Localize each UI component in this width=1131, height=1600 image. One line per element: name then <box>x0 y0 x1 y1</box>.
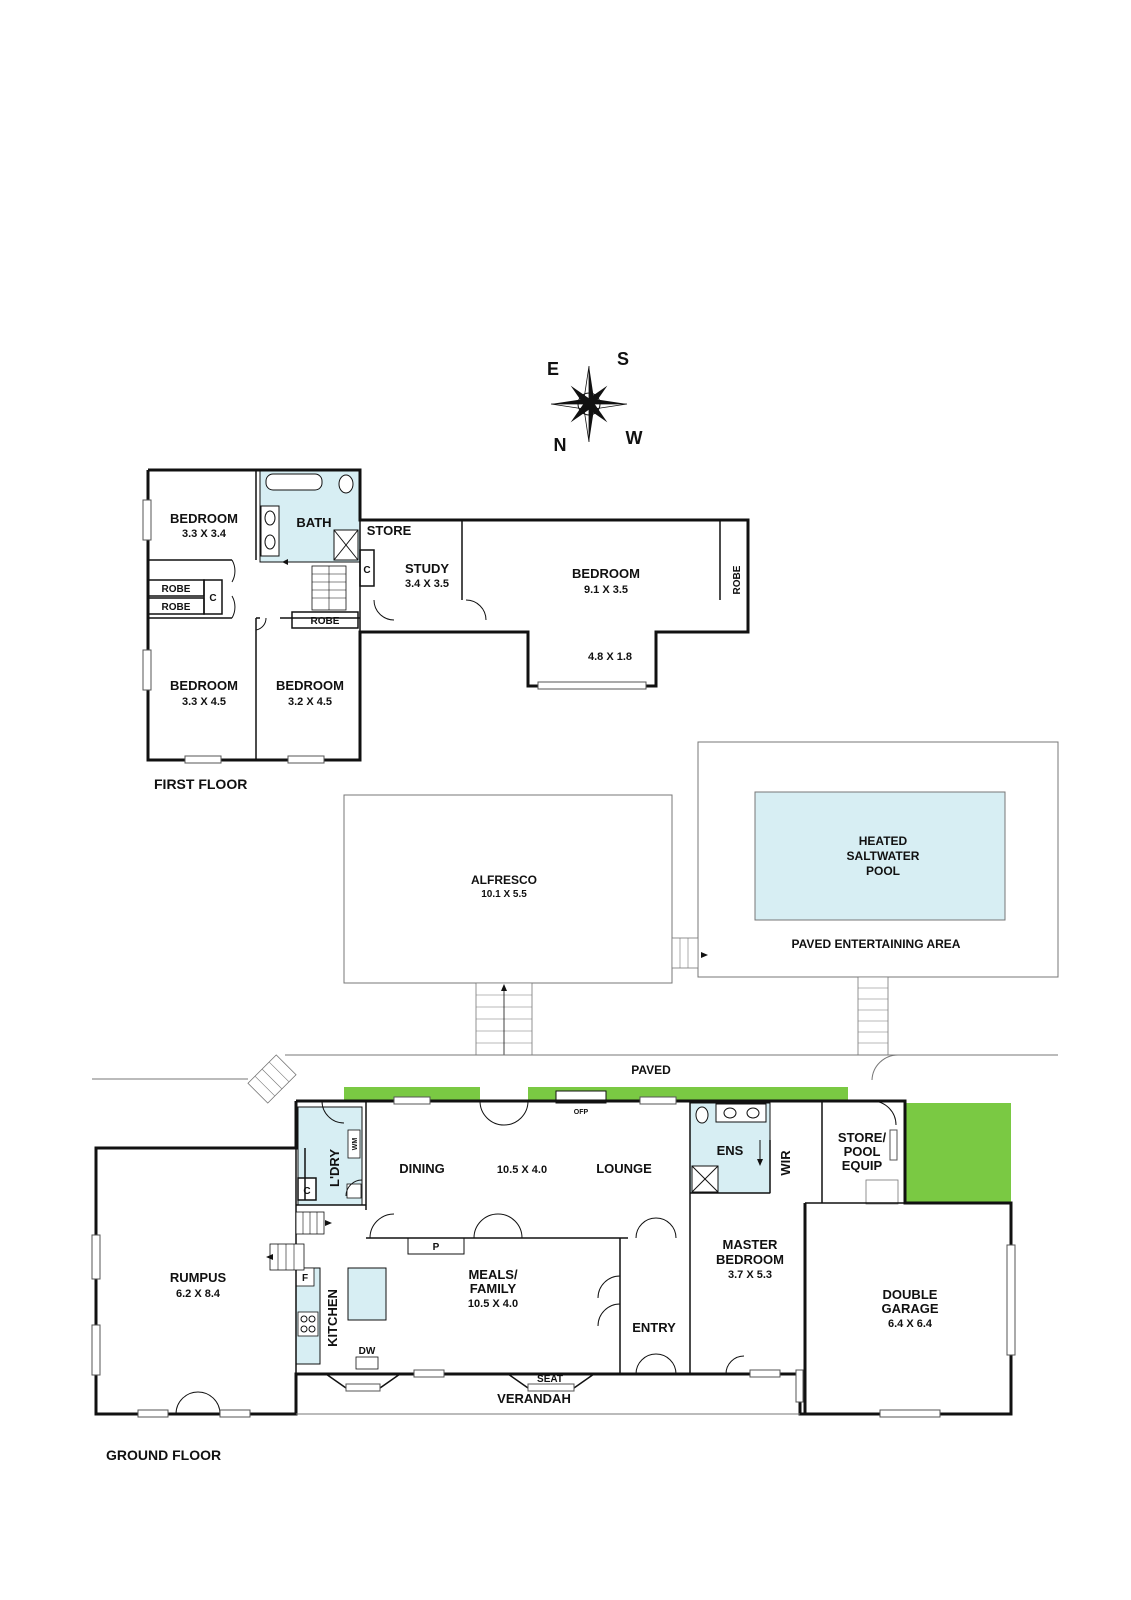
room-dims: 3.4 X 3.5 <box>405 578 449 590</box>
toilet-icon <box>338 474 354 494</box>
room-dims: 10.5 X 4.0 <box>468 1298 518 1310</box>
room-label: EQUIP <box>842 1158 883 1173</box>
room-label: BEDROOM <box>716 1252 784 1267</box>
bathtub-icon <box>265 473 323 491</box>
fridge-label: F <box>302 1273 308 1284</box>
pool-label: HEATED <box>859 834 908 848</box>
compass-east: E <box>547 359 559 379</box>
washing-machine-icon <box>347 1129 361 1159</box>
pool-steps <box>857 976 889 1056</box>
seat-label: SEAT <box>537 1374 563 1385</box>
toilet-icon <box>695 1106 709 1124</box>
closet-label: C <box>303 1186 310 1197</box>
room-label: BEDROOM <box>170 511 238 526</box>
outdoor-areas: ALFRESCO 10.1 X 5.5 HEATED SALTWATER POO… <box>92 741 1059 1104</box>
room-label: ENS <box>717 1143 744 1158</box>
room-label: RUMPUS <box>170 1270 227 1285</box>
wm-label: WM <box>352 1138 359 1151</box>
room-label: ENTRY <box>632 1320 676 1335</box>
hedge <box>528 1087 848 1101</box>
compass-north: N <box>554 435 567 455</box>
room-label: BATH <box>296 515 331 530</box>
room-label: STORE/ <box>838 1130 887 1145</box>
room-label: GARAGE <box>881 1301 938 1316</box>
pantry-label: P <box>433 1242 440 1253</box>
compass-south: S <box>617 349 629 369</box>
fireplace-label: OFP <box>574 1109 589 1116</box>
room-label: STUDY <box>405 561 449 576</box>
dishwasher-icon <box>355 1356 379 1370</box>
room-label: ALFRESCO <box>471 873 537 887</box>
room-label: BEDROOM <box>276 678 344 693</box>
dishwasher-label: DW <box>359 1346 376 1357</box>
pool <box>754 791 1006 921</box>
room-dims: 6.2 X 8.4 <box>176 1288 221 1300</box>
pool-label: SALTWATER <box>847 849 920 863</box>
area-label: VERANDAH <box>497 1391 571 1406</box>
window <box>142 499 152 541</box>
room-label: LOUNGE <box>596 1161 652 1176</box>
room-label: FAMILY <box>470 1281 517 1296</box>
ground-floor-plan: RUMPUS 6.2 X 8.4 L'DRY WM C DINING 10.5 … <box>91 1087 1016 1463</box>
ground-floor-label: GROUND FLOOR <box>106 1447 221 1463</box>
room-dims: 4.8 X 1.8 <box>588 651 632 663</box>
compass-rose: E S W N <box>547 349 643 455</box>
room-dims: 10.5 X 4.0 <box>497 1164 547 1176</box>
room-label: STORE <box>367 523 412 538</box>
first-floor-outer-wall <box>146 468 750 762</box>
pool-label: POOL <box>866 864 900 878</box>
first-floor-label: FIRST FLOOR <box>154 776 247 792</box>
first-floor-stairs <box>311 565 347 611</box>
robe-label: ROBE <box>732 565 743 594</box>
hedge <box>344 1087 480 1101</box>
room-dims: 9.1 X 3.5 <box>584 584 628 596</box>
window <box>393 1096 431 1105</box>
area-label: PAVED <box>631 1063 671 1077</box>
robe-label: ROBE <box>162 602 191 613</box>
garden-bed <box>905 1103 1011 1203</box>
angled-steps <box>247 1054 297 1104</box>
room-dims: 10.1 X 5.5 <box>481 889 527 900</box>
room-label: BEDROOM <box>170 678 238 693</box>
first-floor-plan: BEDROOM 3.3 X 3.4 BATH STORE C C ROBE RO… <box>142 468 750 792</box>
room-label: POOL <box>844 1144 881 1159</box>
room-dims: 3.2 X 4.5 <box>288 696 332 708</box>
compass-star-icon <box>550 365 628 443</box>
robe-label: ROBE <box>311 616 340 627</box>
robe-label: ROBE <box>162 584 191 595</box>
room-label: WIR <box>778 1150 793 1176</box>
closet-label: C <box>363 565 370 576</box>
area-label: PAVED ENTERTAINING AREA <box>792 937 961 951</box>
room-label: BEDROOM <box>572 566 640 581</box>
room-dims: 3.7 X 5.3 <box>728 1269 772 1281</box>
room-dims: 3.3 X 4.5 <box>182 696 226 708</box>
room-label: DOUBLE <box>883 1287 938 1302</box>
room-label: L'DRY <box>327 1149 342 1187</box>
room-label: DINING <box>399 1161 445 1176</box>
kitchen-island <box>347 1267 387 1321</box>
compass-west: W <box>626 428 643 448</box>
step-arrow-icon <box>701 952 708 958</box>
room-dims: 6.4 X 6.4 <box>888 1318 933 1330</box>
room-dims: 3.3 X 3.4 <box>182 528 227 540</box>
stair-arrow-icon <box>282 559 288 565</box>
room-label: MEALS/ <box>468 1267 518 1282</box>
room-label: MASTER <box>723 1237 779 1252</box>
closet-label: C <box>209 593 216 604</box>
cooktop-icon <box>297 1311 319 1337</box>
room-label: KITCHEN <box>325 1289 340 1347</box>
ground-floor-stairs <box>266 1211 332 1271</box>
